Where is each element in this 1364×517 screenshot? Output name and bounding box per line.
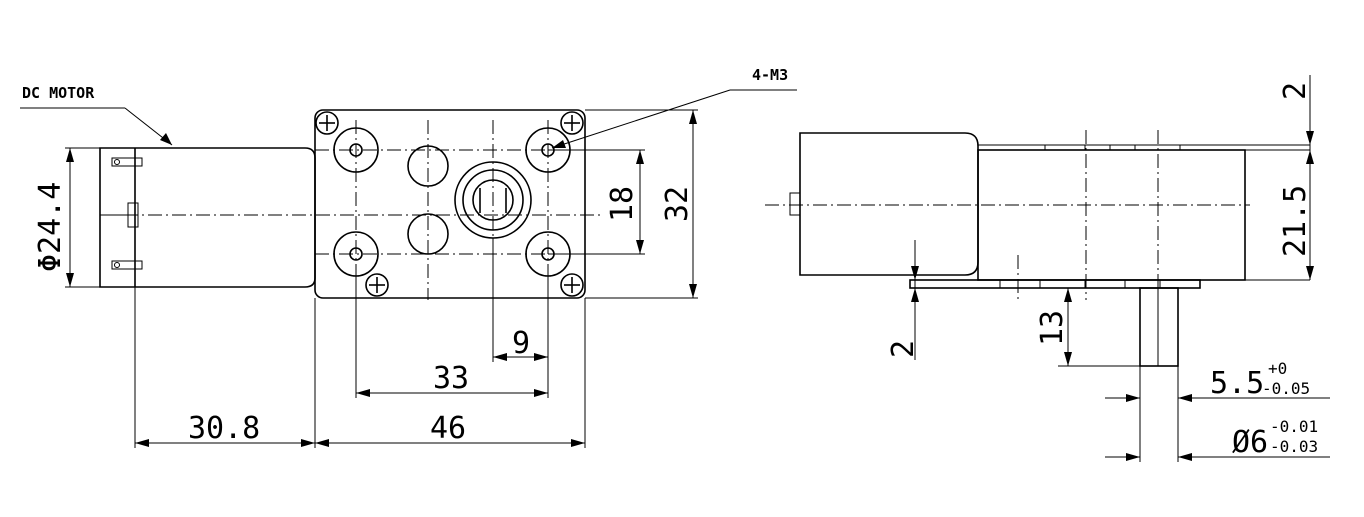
motor-length-dim: 30.8 (188, 411, 260, 446)
dc-motor-label: DC MOTOR (22, 84, 95, 102)
flat-lower-tol: -0.05 (1262, 379, 1310, 398)
shaft-upper-tol: -0.01 (1270, 417, 1318, 436)
screw-icon (315, 111, 339, 135)
shaft-length-dim: 13 (1035, 310, 1070, 346)
screw-icon (365, 273, 389, 297)
flat-upper-tol: +0 (1268, 359, 1287, 378)
flat-dim: 5.5 (1210, 366, 1264, 401)
screw-icon (560, 111, 584, 135)
bottom-gap-dim: 2 (886, 340, 921, 358)
side-height-dim: 21.5 (1278, 185, 1313, 257)
screw-icon (560, 273, 584, 297)
front-view: DC MOTOR (20, 66, 797, 448)
hole-spacing-vertical-dim: 18 (605, 186, 640, 222)
gearbox-width-dim: 46 (430, 411, 466, 446)
holes-label: 4-M3 (752, 66, 788, 84)
side-view: 2 21.5 2 13 5.5 +0 -0.05 Ø6 -0.01 -0. (765, 75, 1330, 462)
motor-diameter-dim: Φ24.4 (33, 182, 68, 272)
hole-spacing-horizontal-dim: 33 (433, 361, 469, 396)
top-gap-dim: 2 (1278, 82, 1313, 100)
shaft-offset-dim: 9 (512, 326, 530, 361)
gearbox-height-dim: 32 (660, 186, 695, 222)
shaft-diameter-dim: Ø6 (1232, 425, 1268, 460)
shaft-lower-tol: -0.03 (1270, 437, 1318, 456)
